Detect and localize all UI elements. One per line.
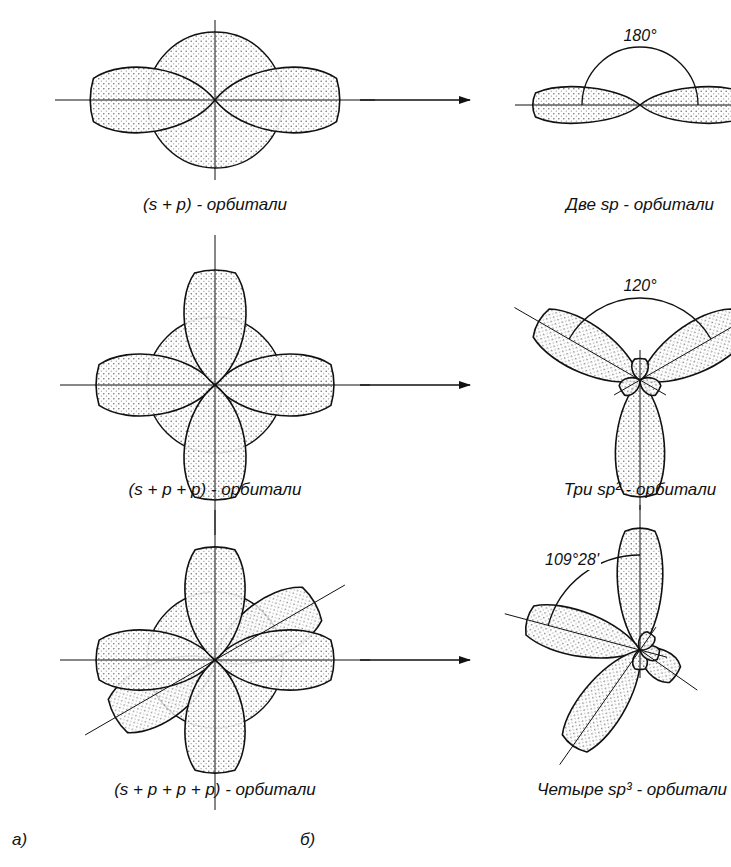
axis-line xyxy=(215,20,216,180)
orbital-caption: (s + p + p) - орбитали xyxy=(129,480,302,500)
orbital-caption: (s + p + p + p) - орбитали xyxy=(114,780,316,800)
transform-arrow xyxy=(360,659,470,660)
orbital-lobe xyxy=(628,300,731,401)
angle-arc xyxy=(569,298,711,339)
transform-arrow xyxy=(360,384,470,385)
axis-line xyxy=(640,650,667,657)
axis-line xyxy=(560,650,640,765)
panel-letter: а) xyxy=(12,830,27,850)
transform-arrow xyxy=(360,99,470,100)
axis-line xyxy=(640,308,731,381)
orbital-caption: Четыре sp³ - орбитали xyxy=(537,780,727,800)
axis-line xyxy=(640,650,641,678)
panel-letter: б) xyxy=(300,830,315,850)
axis-line xyxy=(640,350,641,380)
orbital-caption: Три sp² - орбитали xyxy=(564,480,716,500)
axis-line xyxy=(614,380,640,395)
axis-line xyxy=(514,308,640,381)
axis-line xyxy=(640,650,697,690)
axis-line xyxy=(640,505,641,650)
orbital-caption: (s + p) - орбитали xyxy=(143,195,287,215)
angle-label: 120° xyxy=(621,276,658,295)
orbital-caption: Две sp - орбитали xyxy=(566,195,714,215)
angle-label: 109°28' xyxy=(543,550,601,569)
axis-line xyxy=(505,614,640,650)
angle-arc xyxy=(582,47,698,105)
axis-line xyxy=(85,585,345,735)
angle-label: 180° xyxy=(621,26,658,45)
axis-line xyxy=(640,627,656,650)
axis-line xyxy=(640,380,666,395)
